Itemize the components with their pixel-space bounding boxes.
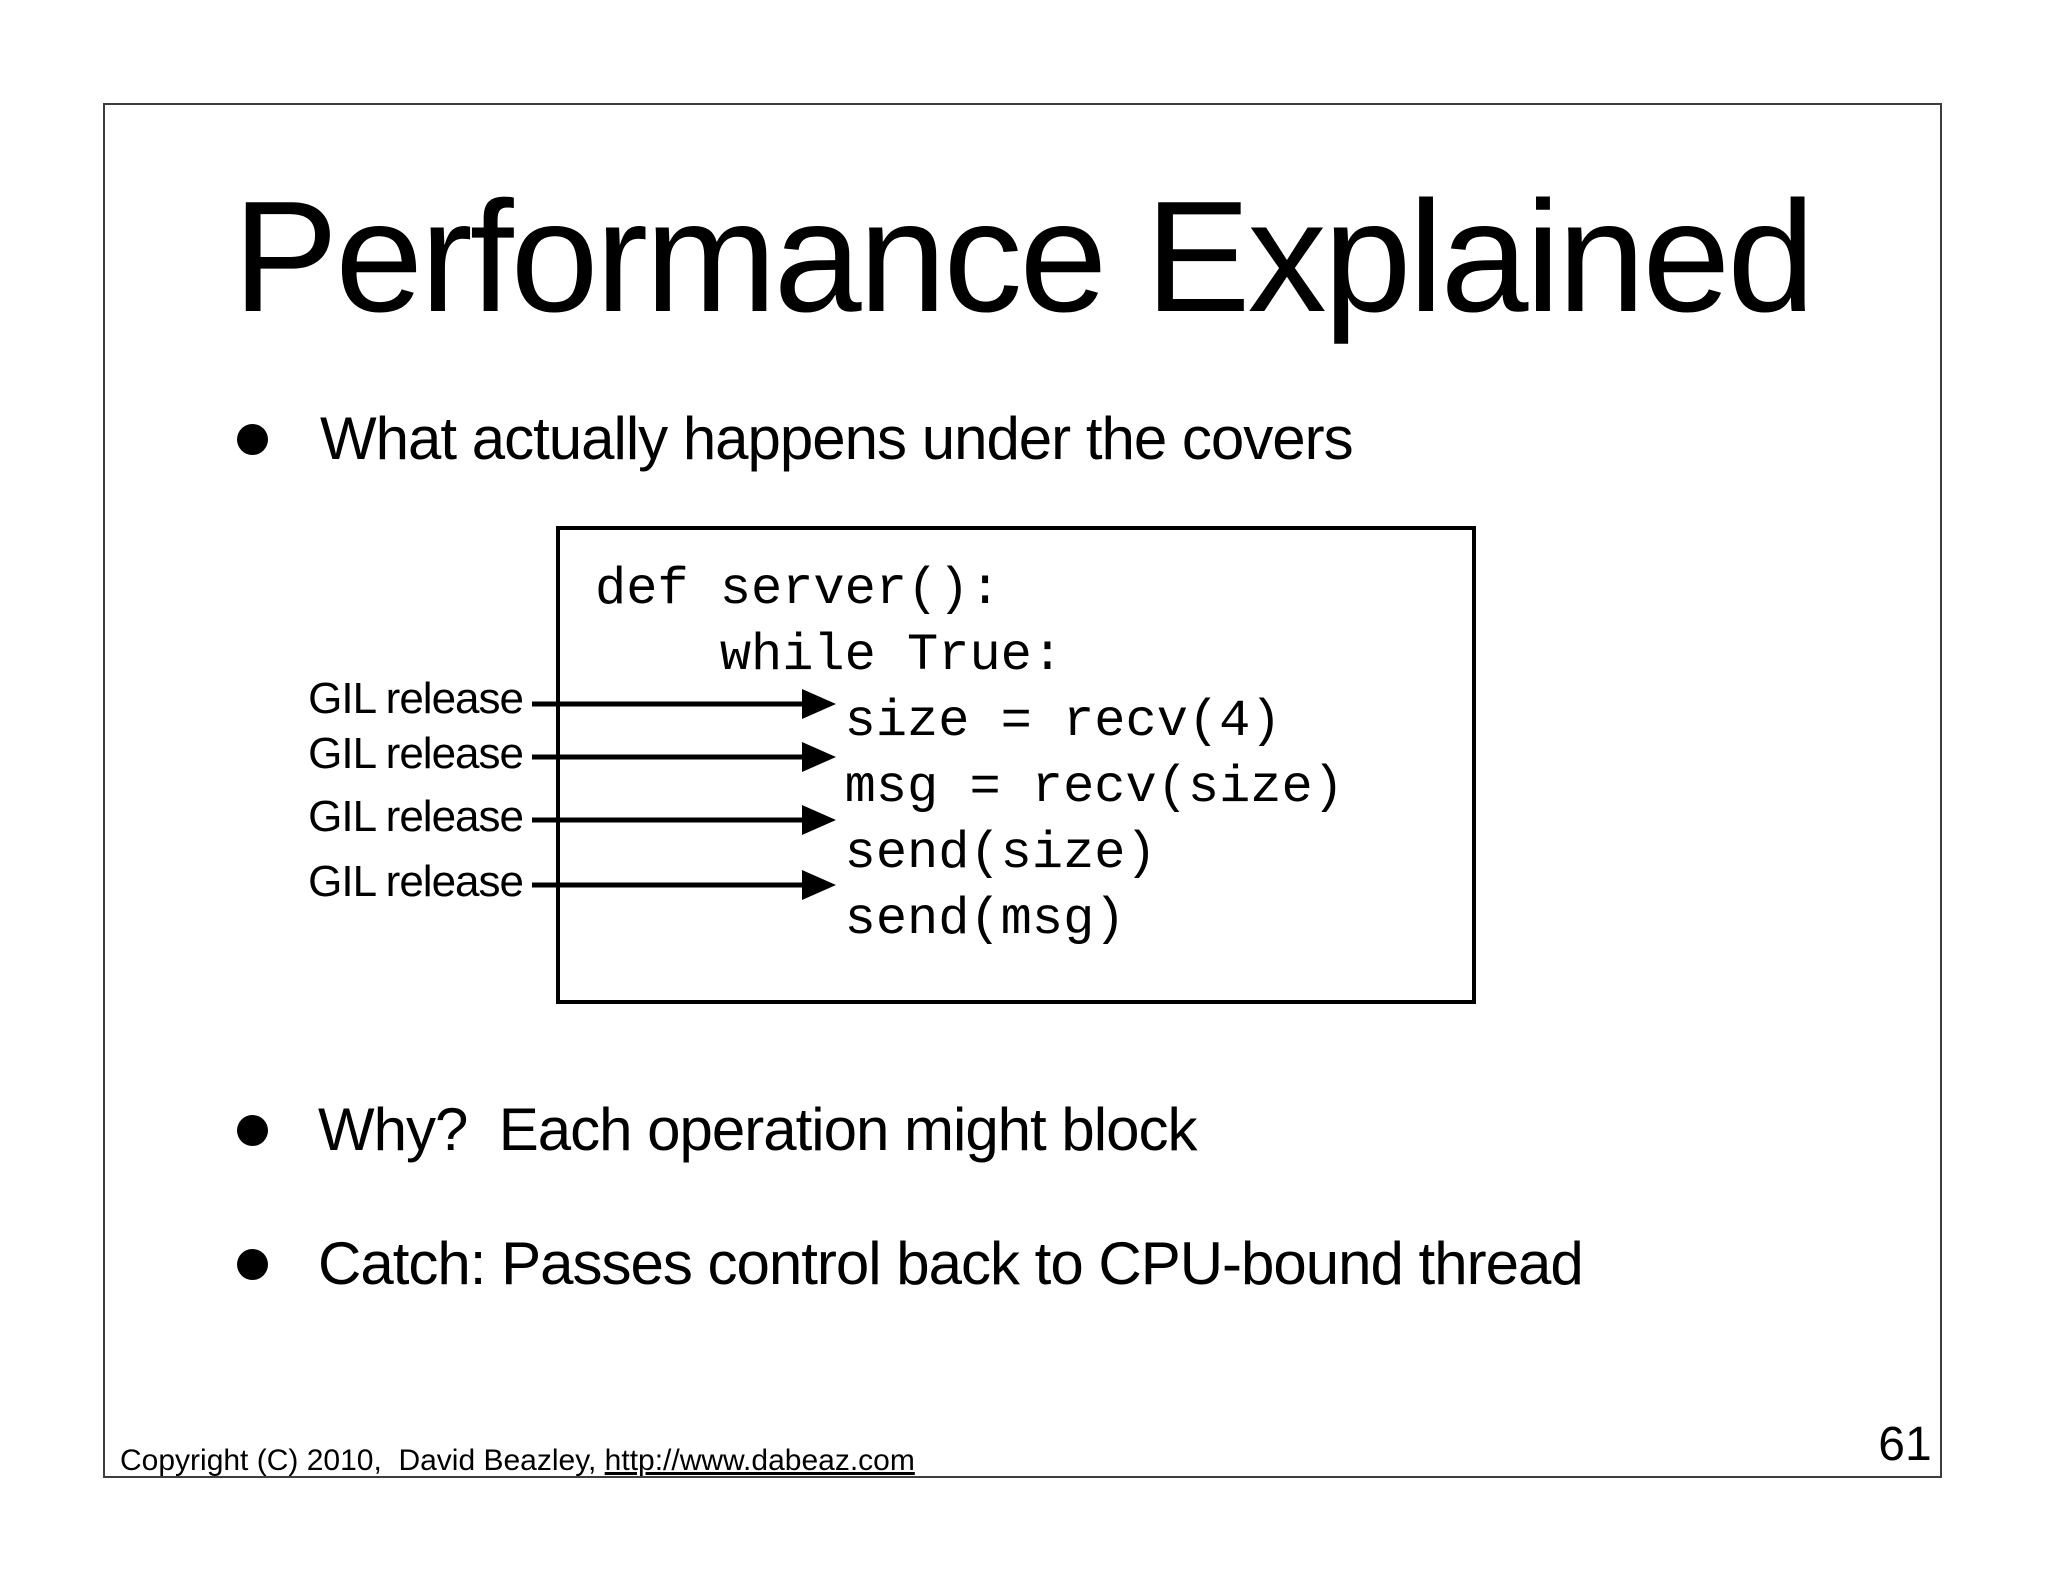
code-snippet: def server(): while True: size = recv(4)…	[595, 557, 1344, 953]
dabeaz-link[interactable]: http://www.dabeaz.com	[604, 1444, 915, 1477]
slide-title: Performance Explained	[232, 169, 1815, 345]
gil-release-label: GIL release	[308, 792, 524, 841]
code-line: send(size)	[595, 824, 1157, 883]
gil-release-label: GIL release	[308, 674, 524, 723]
copyright-text: Copyright (C) 2010, David Beazley,	[120, 1444, 605, 1477]
bullet-dot	[237, 423, 268, 455]
gil-release-label: GIL release	[308, 729, 524, 778]
bullet-text: Why? Each operation might block	[318, 1096, 1197, 1163]
code-line: msg = recv(size)	[595, 758, 1344, 817]
code-line: send(msg)	[595, 890, 1126, 949]
code-line: while True:	[595, 626, 1064, 685]
bullet-item-catch: Catch: Passes control back to CPU-bound …	[237, 1229, 1584, 1299]
bullet-text: What actually happens under the covers	[320, 405, 1354, 472]
slide: Performance Explained What actually happ…	[103, 103, 1942, 1478]
code-line: def server():	[595, 560, 1001, 619]
bullet-item-what-happens: What actually happens under the covers	[237, 404, 1354, 474]
copyright-footer: Copyright (C) 2010, David Beazley, http:…	[120, 1443, 915, 1479]
bullet-item-why: Why? Each operation might block	[237, 1095, 1197, 1165]
bullet-dot	[237, 1114, 268, 1146]
code-box	[556, 526, 1476, 1004]
gil-release-label: GIL release	[308, 857, 524, 906]
bullet-dot	[237, 1248, 268, 1280]
bullet-text: Catch: Passes control back to CPU-bound …	[318, 1230, 1584, 1297]
code-line: size = recv(4)	[595, 692, 1282, 751]
page-number: 61	[1878, 1418, 1932, 1471]
